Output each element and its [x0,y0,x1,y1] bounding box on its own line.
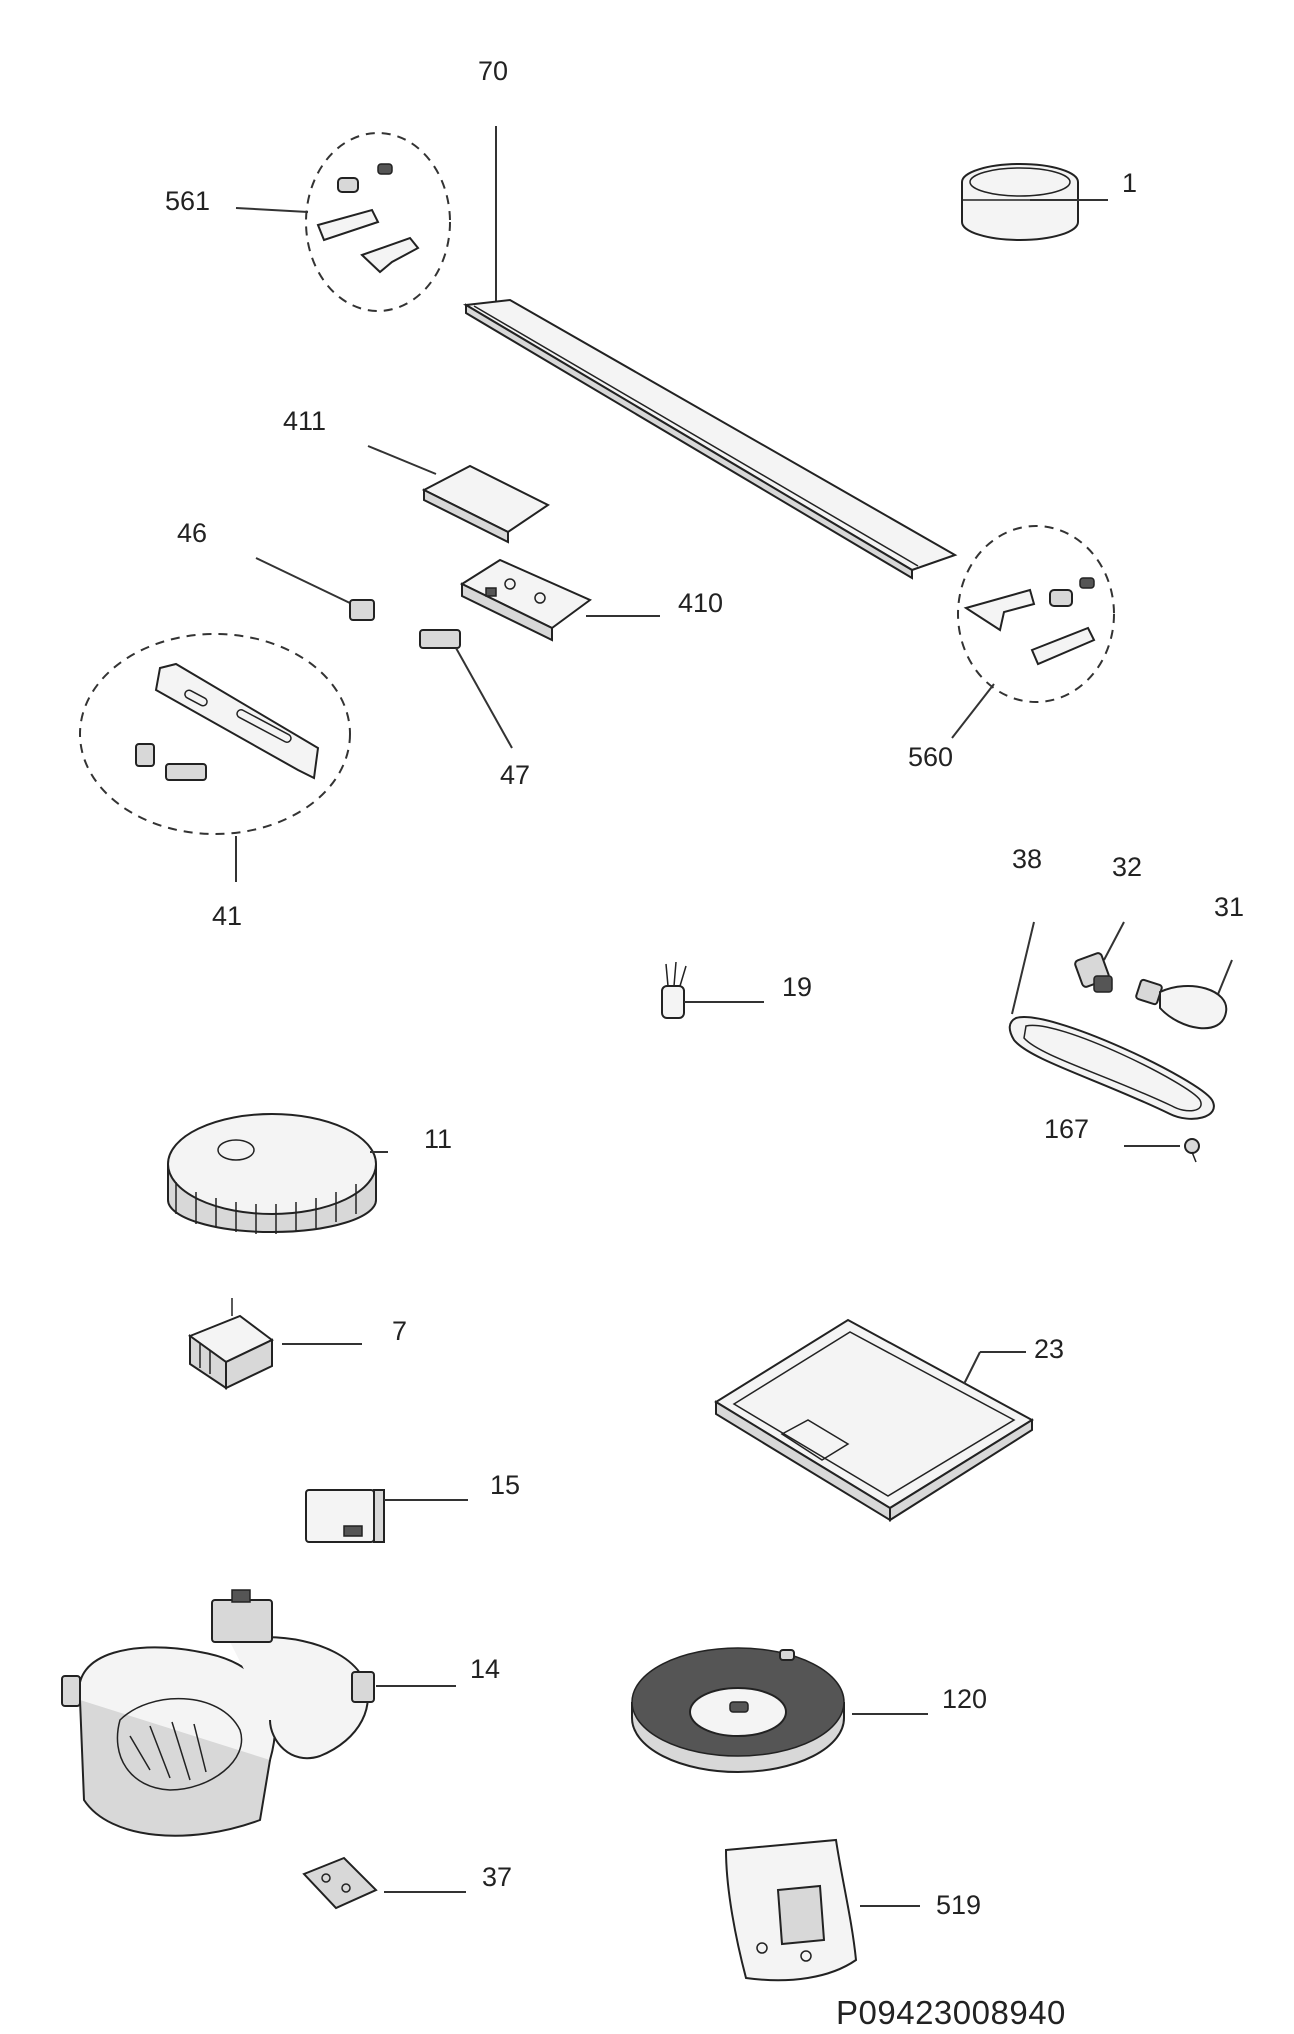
part-120-carbon-filter-drawing [631,1647,845,1773]
group-41-outline [79,633,351,835]
part-560-clips-drawing [963,577,1096,666]
part-label-14: 14 [470,1654,500,1684]
part-31-bulb-drawing [1135,978,1228,1030]
part-70-strip-drawing [462,298,958,580]
part-label-38: 38 [1012,844,1042,874]
part-32-lampholder-drawing [1074,952,1113,993]
part-label-120: 120 [942,1684,987,1714]
part-label-32: 32 [1112,852,1142,882]
leader-561 [235,207,309,213]
part-label-411: 411 [283,406,326,436]
part-15-housing-drawing [305,1489,385,1543]
part-label-31: 31 [1214,892,1244,922]
group-561-outline [305,132,451,312]
part-7-switch-block-drawing [187,1298,274,1390]
part-11-motor-drawing [167,1113,377,1234]
part-label-37: 37 [482,1862,512,1892]
part-23-filter-drawing [714,1318,1034,1522]
part-561-clips-drawing [316,163,420,274]
leader-32 [1103,921,1125,961]
part-label-23: 23 [1034,1334,1064,1364]
part-label-11: 11 [424,1124,452,1154]
part-38-gasket-drawing [1008,1016,1215,1120]
part-label-7: 7 [392,1316,407,1346]
leader-38 [1011,921,1035,1015]
leader-560 [951,683,995,739]
part-label-19: 19 [782,972,812,1002]
part-410-board-drawing [459,558,592,642]
part-label-47: 47 [500,760,530,790]
part-47-switch-drawing [419,629,461,649]
part-label-41: 41 [212,901,242,931]
part-label-519: 519 [936,1890,981,1920]
part-167-screw-drawing [1184,1138,1200,1163]
leader-411 [367,445,437,475]
part-label-70: 70 [478,56,508,86]
leader-46 [255,557,353,605]
drawing-code: P09423008940 [836,1994,1066,2031]
part-37-terminal-drawing [302,1856,378,1910]
part-1-collar-drawing [961,163,1079,241]
part-label-410: 410 [678,588,723,618]
part-label-46: 46 [177,518,207,548]
leader-23 [963,1351,981,1385]
part-411-cover-drawing [421,464,550,544]
part-label-15: 15 [490,1470,520,1500]
part-46-connector-drawing [349,599,375,621]
part-19-capacitor-drawing [661,961,687,1019]
part-14-blower-drawing [61,1589,375,1837]
part-label-560: 560 [908,742,953,772]
part-519-bag-drawing [724,1838,858,1982]
part-label-561: 561 [165,186,210,216]
part-41-bracket-drawing [135,662,320,781]
group-560-outline [957,525,1115,703]
part-label-1: 1 [1122,168,1137,198]
leader-47 [455,647,513,749]
part-label-167: 167 [1044,1114,1089,1144]
